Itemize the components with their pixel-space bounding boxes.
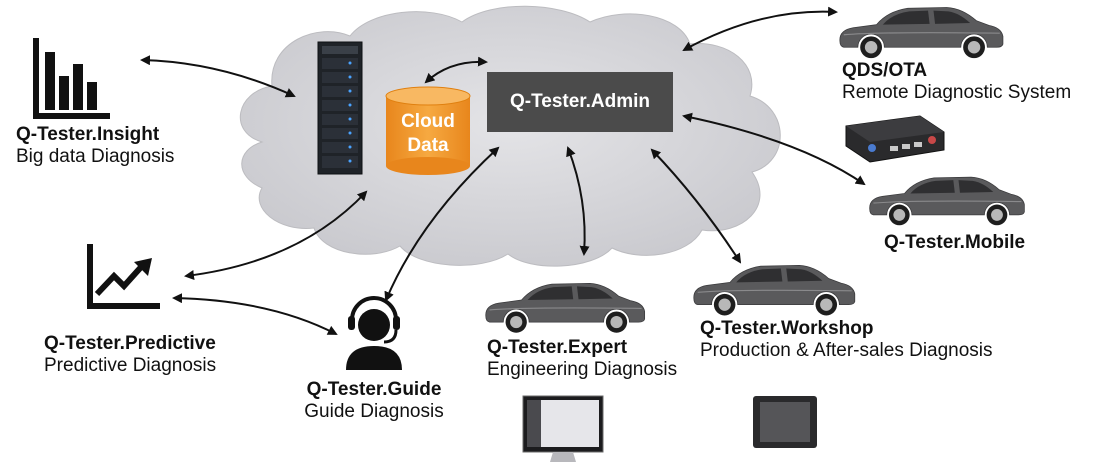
qds-subtitle: Remote Diagnostic System — [842, 82, 1072, 103]
bar-chart-icon — [33, 38, 110, 119]
admin-box[interactable]: Q-Tester.Admin — [487, 72, 673, 132]
insight-title: Q-Tester.Insight — [16, 124, 160, 145]
mobile-label: Q-Tester.Mobile — [884, 232, 1025, 254]
cloud-data-line2: Data — [407, 135, 449, 156]
predictive-label: Q-Tester.Predictive Predictive Diagnosis — [44, 333, 216, 377]
trend-chart-icon — [87, 244, 160, 309]
telematics-device-icon — [845, 115, 945, 163]
guide-label: Q-Tester.Guide Guide Diagnosis — [296, 379, 452, 423]
car-icon-mobile — [869, 176, 1025, 226]
qds-title: QDS/OTA — [842, 60, 928, 81]
tablet-icon — [753, 396, 817, 448]
headset-operator-icon — [346, 296, 402, 370]
monitor-icon — [522, 395, 604, 462]
connection-arrows — [140, 6, 866, 335]
workshop-label: Q-Tester.Workshop Production & After-sal… — [700, 318, 993, 362]
expert-label: Q-Tester.Expert Engineering Diagnosis — [487, 337, 677, 381]
admin-label: Q-Tester.Admin — [509, 91, 651, 112]
workshop-title: Q-Tester.Workshop — [700, 318, 874, 339]
guide-title: Q-Tester.Guide — [306, 379, 442, 400]
cloud-data-line1: Cloud — [401, 111, 455, 132]
guide-subtitle: Guide Diagnosis — [304, 401, 444, 422]
car-icon-workshop — [693, 264, 856, 317]
insight-label: Q-Tester.Insight Big data Diagnosis — [16, 124, 174, 168]
car-icon-qds — [839, 6, 1004, 59]
mobile-title: Q-Tester.Mobile — [884, 232, 1026, 253]
expert-title: Q-Tester.Expert — [487, 337, 628, 358]
cloud-data-label: Cloud Data — [386, 110, 470, 158]
predictive-subtitle: Predictive Diagnosis — [44, 355, 217, 376]
qds-label: QDS/OTA Remote Diagnostic System — [842, 60, 1071, 104]
server-rack-icon — [317, 41, 363, 175]
expert-subtitle: Engineering Diagnosis — [487, 359, 678, 380]
workshop-subtitle: Production & After-sales Diagnosis — [700, 340, 993, 361]
insight-subtitle: Big data Diagnosis — [16, 146, 175, 167]
car-icon-expert — [485, 282, 646, 334]
predictive-title: Q-Tester.Predictive — [44, 333, 216, 354]
